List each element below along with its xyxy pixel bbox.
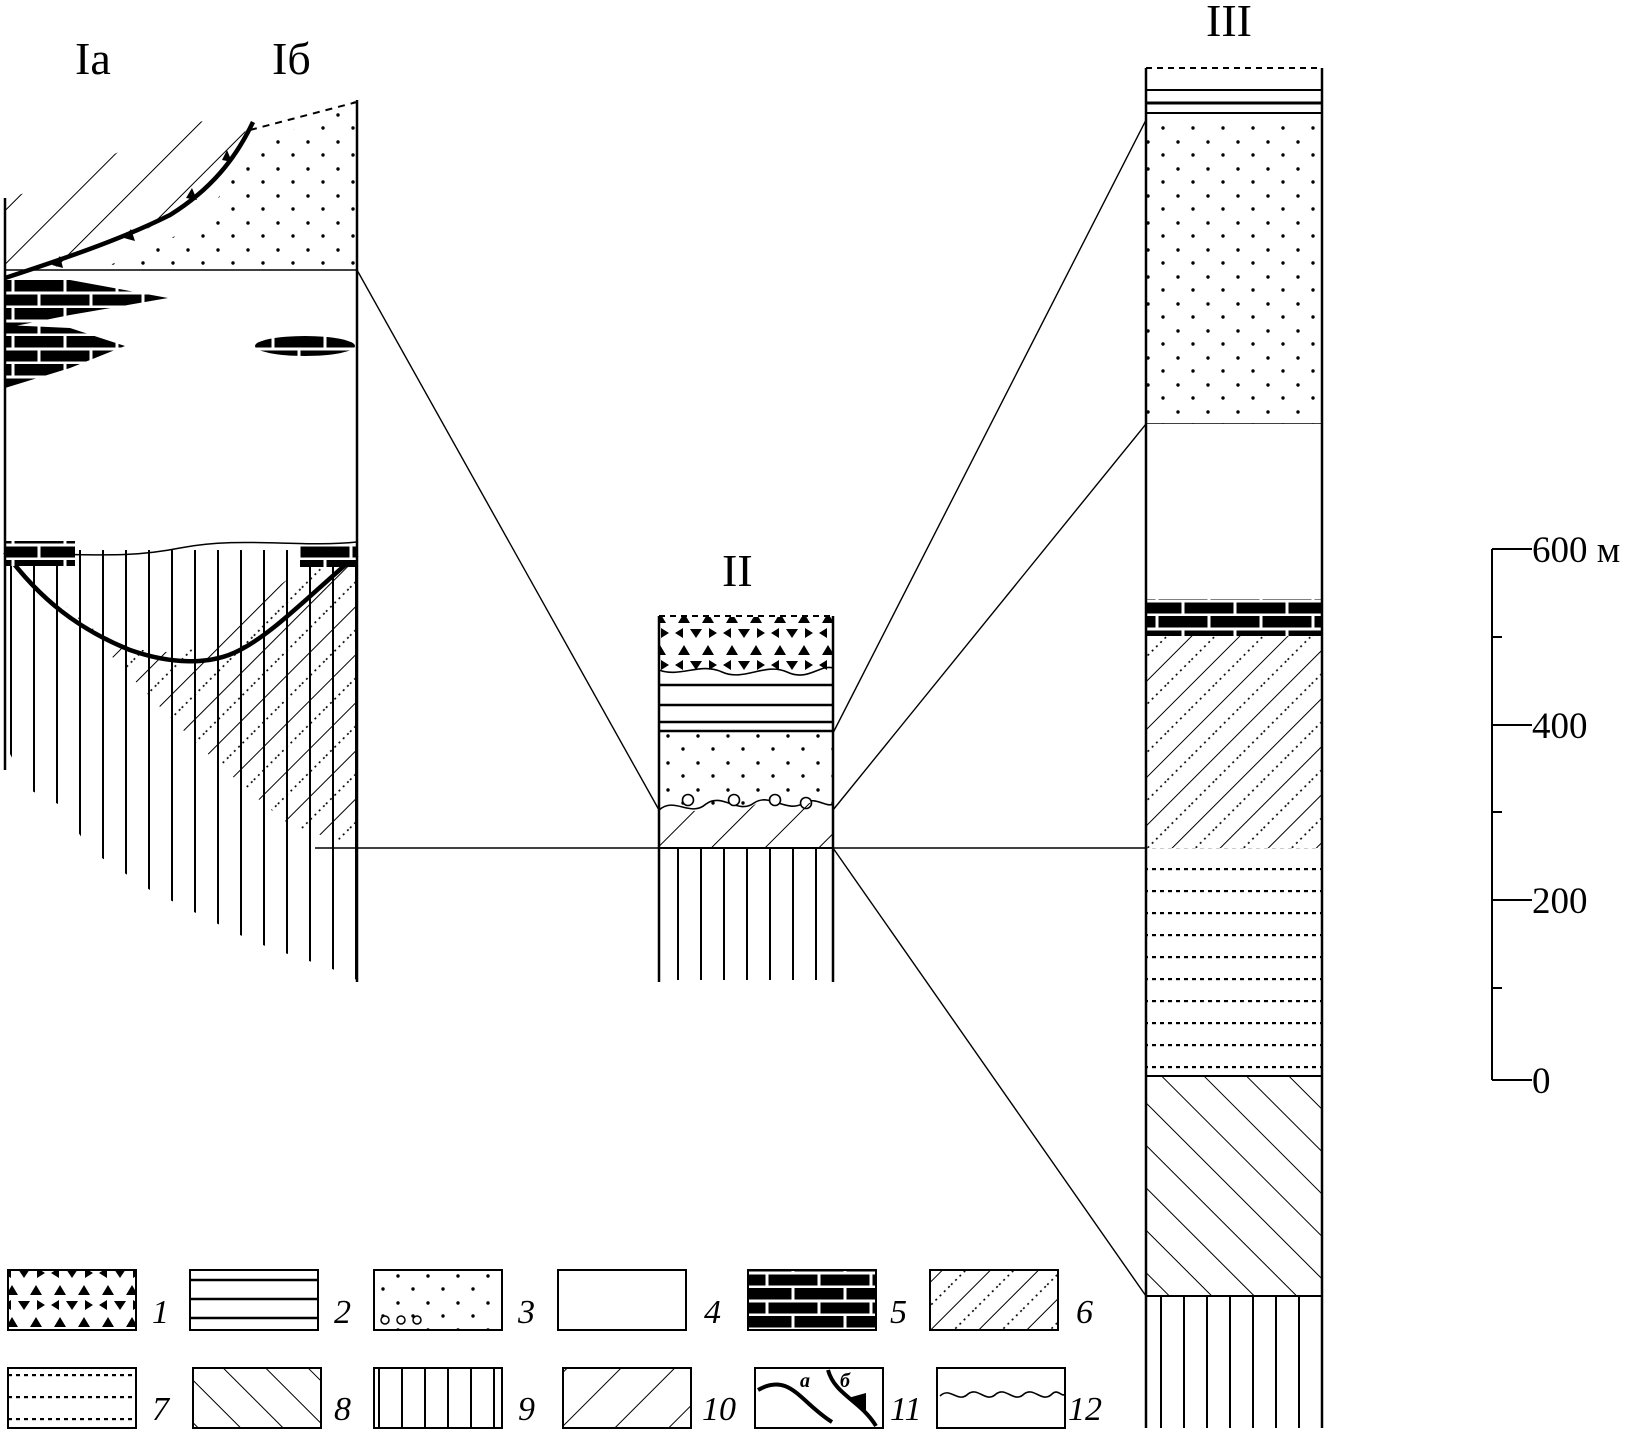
legend-num-4: 4	[704, 1294, 721, 1331]
legend-swatch-6	[929, 1269, 1059, 1331]
legend-num-10: 10	[702, 1391, 736, 1428]
c1-thrust-line	[4, 121, 256, 281]
scale-label-0: 0	[1532, 1061, 1551, 1102]
c3-layer-3	[1146, 120, 1322, 424]
scale-bar: 600 м 400 200 0	[1491, 530, 1620, 1102]
scale-label-600: 600 м	[1532, 530, 1620, 571]
legend-num-8: 8	[334, 1391, 351, 1428]
legend-swatch-12	[936, 1367, 1066, 1429]
legend-swatch-7	[7, 1367, 137, 1429]
c1-layer-3	[110, 100, 357, 268]
legend-swatch-11: а б	[754, 1367, 884, 1429]
c1-layer-5-lens	[255, 336, 355, 356]
legend-swatch-3	[373, 1269, 503, 1331]
column-title-1b: Іб	[272, 33, 311, 84]
c1-layer-10	[5, 115, 250, 275]
legend-swatch-5	[747, 1269, 877, 1331]
column-title-1a: Іа	[75, 33, 111, 84]
legend-swatch-8	[192, 1367, 322, 1429]
column-3	[1144, 67, 1324, 1428]
c1-contact-line	[3, 550, 359, 664]
legend-swatch-1	[7, 1269, 137, 1331]
legend-num-5: 5	[890, 1294, 907, 1331]
c1-layer-5-wedge	[5, 278, 168, 328]
legend-contact-a: а	[800, 1370, 810, 1392]
column-title-3: III	[1206, 0, 1252, 46]
scale-label-200: 200	[1532, 881, 1588, 922]
legend-num-2: 2	[334, 1294, 351, 1331]
correlation-lines	[356, 119, 1147, 1297]
column-title-2: II	[722, 545, 753, 596]
c3-layer-6	[1146, 636, 1322, 848]
c3-layer-4	[1146, 424, 1322, 599]
legend-num-3: 3	[517, 1294, 535, 1331]
legend-num-6: 6	[1076, 1294, 1093, 1331]
c3-layer-5	[1146, 599, 1322, 636]
column-1	[3, 100, 359, 1000]
c3-layer-2	[1146, 68, 1322, 120]
legend-swatch-4	[557, 1269, 687, 1331]
legend: 1 2 3 4 5 6 7 8 9 10	[7, 1269, 1102, 1429]
legend-contact-b: б	[840, 1370, 851, 1392]
c2-layer-9	[659, 848, 833, 980]
legend-num-7: 7	[152, 1391, 171, 1428]
legend-num-9: 9	[518, 1391, 535, 1428]
legend-num-11: 11	[890, 1391, 921, 1428]
column-2	[657, 615, 835, 982]
c2-layer-10	[659, 801, 833, 848]
legend-swatch-10	[562, 1367, 692, 1429]
c1-layer-5-bed	[5, 541, 75, 566]
legend-num-12: 12	[1068, 1391, 1102, 1428]
c3-layer-7	[1146, 848, 1322, 1076]
c3-layer-9	[1146, 1296, 1322, 1428]
c3-layer-8	[1146, 1076, 1322, 1296]
c1-layer-6	[65, 547, 357, 847]
scale-label-400: 400	[1532, 706, 1588, 747]
legend-swatch-2	[189, 1269, 319, 1331]
legend-swatch-9	[373, 1367, 503, 1429]
legend-num-1: 1	[152, 1294, 169, 1331]
c2-layer-1	[659, 617, 833, 677]
